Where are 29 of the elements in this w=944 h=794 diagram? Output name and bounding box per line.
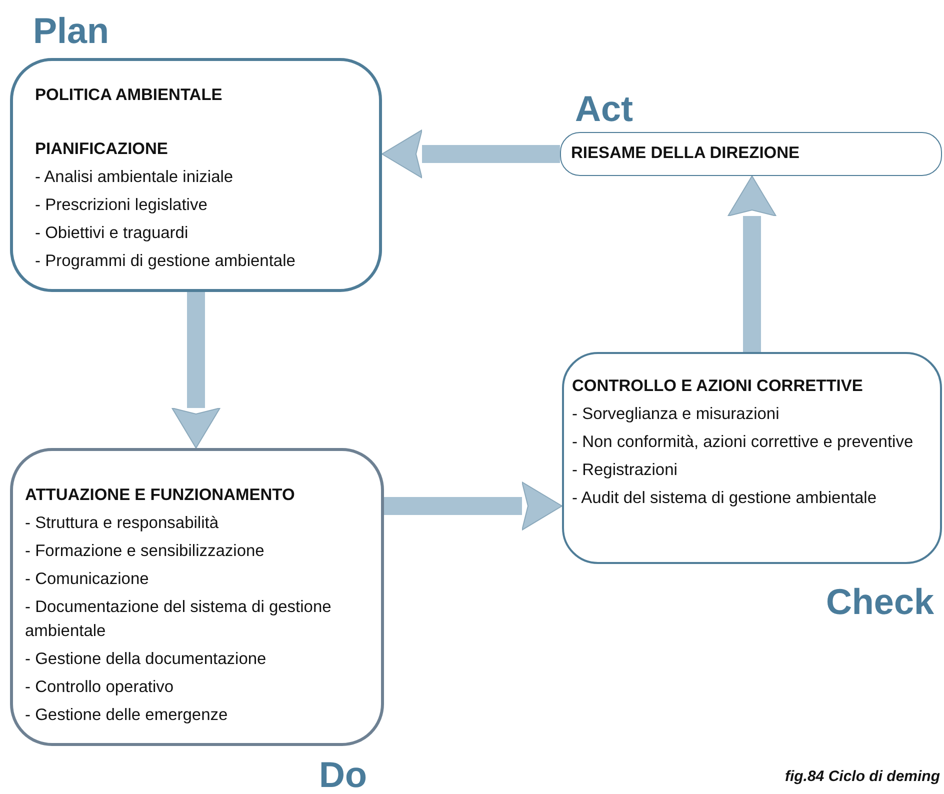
list-item: - Sorveglianza e misurazioni	[572, 404, 780, 425]
phase-heading: Check	[826, 582, 934, 622]
list-item: - Programmi di gestione ambientale	[35, 251, 296, 272]
section-heading: RIESAME DELLA DIREZIONE	[571, 143, 801, 164]
phase-heading: Do	[319, 755, 367, 794]
block-arrow	[384, 482, 562, 530]
list-item: - Prescrizioni legislative	[35, 195, 208, 216]
section-heading: POLITICA AMBIENTALE	[35, 85, 224, 106]
section-heading: CONTROLLO E AZIONI CORRETTIVE	[572, 376, 864, 397]
list-item: - Struttura e responsabilità	[25, 513, 220, 534]
list-item: - Gestione delle emergenze	[25, 705, 229, 726]
list-item: - Documentazione del sistema di gestione ambientale	[25, 597, 332, 642]
figure-caption: fig.84 Ciclo di deming	[784, 768, 940, 785]
list-item: - Audit del sistema di gestione ambientale	[572, 488, 878, 509]
block-arrow	[728, 176, 776, 352]
block-arrow	[382, 130, 560, 178]
list-item: - Obiettivi e traguardi	[35, 223, 190, 244]
list-item: - Gestione della documentazione	[25, 649, 268, 670]
list-item: - Analisi ambientale iniziale	[35, 167, 234, 188]
list-item: - Registrazioni	[572, 460, 678, 481]
list-item: - Non conformità, azioni correttive e preventive	[572, 432, 914, 453]
phase-heading: Plan	[33, 11, 110, 51]
list-item: - Formazione e sensibilizzazione	[25, 541, 266, 562]
list-item: - Controllo operativo	[25, 677, 175, 698]
phase-heading: Act	[575, 89, 634, 129]
list-item: - Comunicazione	[25, 569, 150, 590]
block-arrow	[172, 292, 220, 448]
section-heading: PIANIFICAZIONE	[35, 139, 169, 160]
section-heading: ATTUAZIONE E FUNZIONAMENTO	[25, 485, 296, 506]
